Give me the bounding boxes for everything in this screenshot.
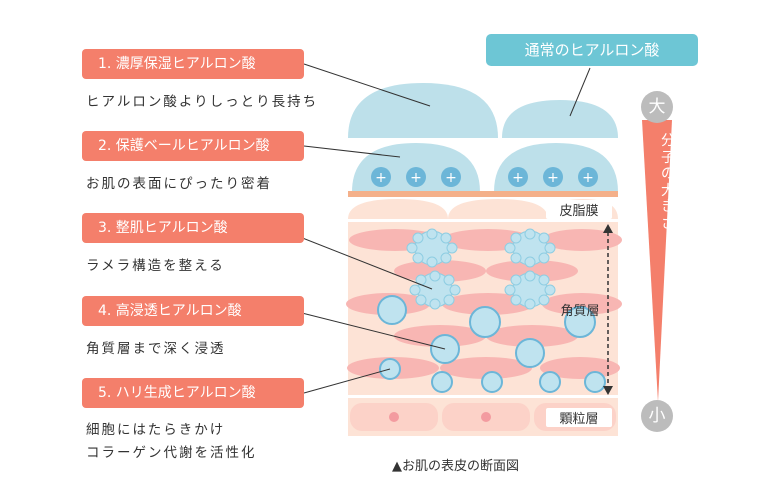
- svg-text:+: +: [512, 170, 524, 186]
- layer-label-sebum: 皮脂膜: [546, 200, 612, 219]
- svg-text:+: +: [445, 170, 457, 186]
- label-thick-moisture: 1. 濃厚保湿ヒアルロン酸: [82, 49, 304, 79]
- scale-small: 小: [641, 400, 673, 432]
- size-scale-bar: [642, 120, 672, 402]
- lamellar-structures: [406, 228, 556, 310]
- scale-title: 分子の大きさ: [661, 133, 675, 232]
- desc-firmness-line2: コラーゲン代謝を活性化: [86, 445, 257, 461]
- svg-text:+: +: [375, 170, 387, 186]
- desc-high-penetration: 角質層まで深く浸透: [86, 341, 226, 357]
- label-normal-hyaluronic: 通常のヒアルロン酸: [486, 34, 698, 66]
- label-high-penetration: 4. 高浸透ヒアルロン酸: [82, 296, 304, 326]
- diagram-caption: ▲お肌の表皮の断面図: [392, 459, 519, 474]
- desc-thick-moisture: ヒアルロン酸よりしっとり長持ち: [86, 94, 319, 110]
- desc-skin-conditioning: ラメラ構造を整える: [86, 258, 225, 274]
- sebum-film: [348, 191, 618, 197]
- desc-protective-veil: お肌の表面にぴったり密着: [86, 176, 272, 192]
- layer-label-granular: 顆粒層: [546, 408, 612, 427]
- layer-label-corneum: 角質層: [560, 304, 600, 319]
- svg-text:+: +: [410, 170, 422, 186]
- label-protective-veil: 2. 保護ベールヒアルロン酸: [82, 131, 304, 161]
- svg-text:+: +: [582, 170, 594, 186]
- label-skin-conditioning: 3. 整肌ヒアルロン酸: [82, 213, 304, 243]
- penetrating-molecules: [377, 295, 606, 393]
- label-firmness: 5. ハリ生成ヒアルロン酸: [82, 378, 304, 408]
- svg-text:+: +: [547, 170, 559, 186]
- scale-large: 大: [641, 91, 673, 123]
- desc-firmness-line1: 細胞にはたらきかけ: [86, 422, 226, 438]
- dome-normal: [502, 100, 618, 138]
- dome-thick-moisture: [348, 83, 498, 138]
- veil-molecules: + + + + + +: [371, 167, 598, 187]
